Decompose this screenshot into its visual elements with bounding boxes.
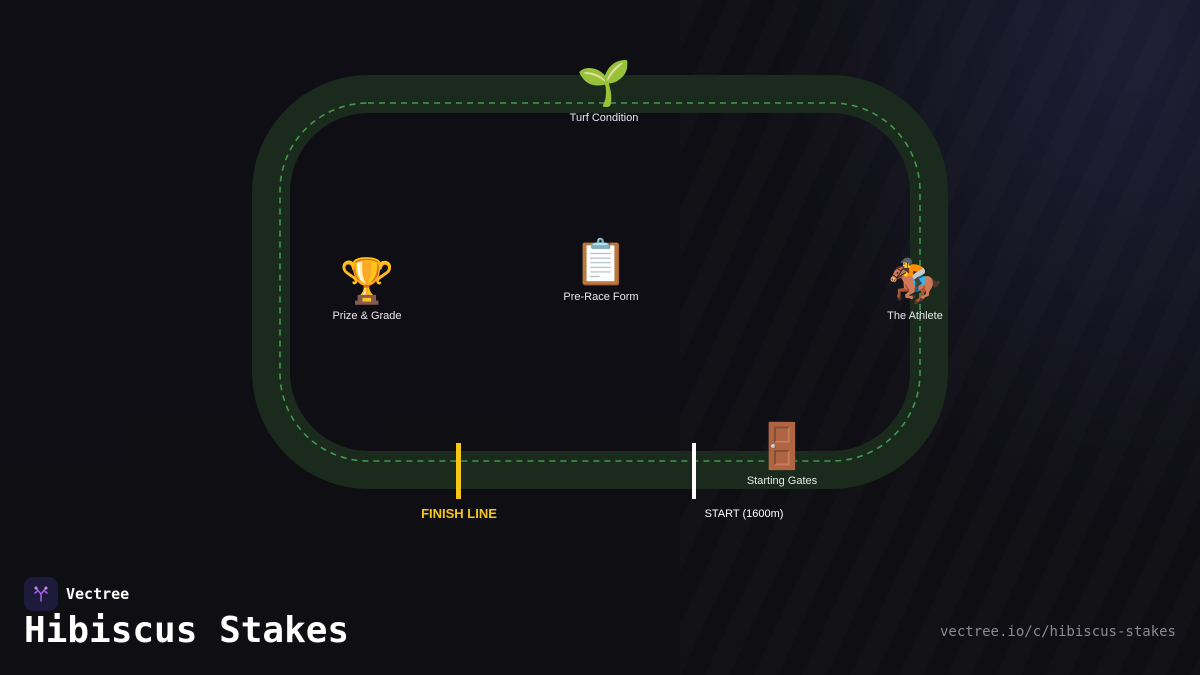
finish-line-marker (456, 443, 461, 499)
seedling-icon: 🌱 (576, 58, 632, 109)
station-prize-grade: 🏆 Prize & Grade (332, 256, 402, 323)
horse-racing-icon: 🏇 (887, 256, 943, 307)
track-rail (279, 102, 921, 462)
brand-logo (24, 577, 58, 611)
station-turf-condition: 🌱 Turf Condition (569, 58, 639, 125)
tree-branch-icon (34, 586, 48, 602)
door-icon: 🚪 (754, 421, 810, 472)
station-starting-gates: 🚪 Starting Gates (746, 421, 818, 488)
start-line-marker (692, 443, 696, 499)
station-label: Starting Gates (746, 475, 818, 487)
track-surface (252, 75, 948, 489)
station-label: Turf Condition (569, 112, 639, 124)
brand-name: Vectree (66, 585, 130, 603)
page-url[interactable]: vectree.io/c/hibiscus-stakes (939, 624, 1176, 640)
finish-line-label: FINISH LINE (421, 506, 497, 521)
start-line-label: START (1600m) (704, 508, 784, 520)
station-label: Pre-Race Form (563, 291, 639, 303)
station-pre-race-form: 📋 Pre-Race Form (563, 237, 639, 304)
station-label: The Athlete (887, 310, 943, 322)
station-label: Prize & Grade (332, 310, 402, 322)
station-the-athlete: 🏇 The Athlete (887, 256, 943, 323)
trophy-icon: 🏆 (339, 256, 395, 307)
brand: Vectree (24, 577, 129, 611)
clipboard-icon: 📋 (573, 237, 629, 288)
page-title: Hibiscus Stakes (24, 610, 350, 651)
